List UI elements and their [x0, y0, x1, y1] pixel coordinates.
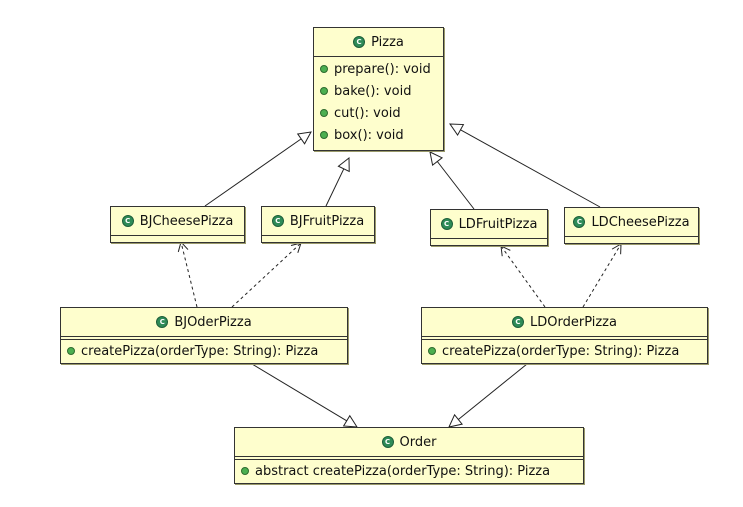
- method-signature: abstract createPizza(orderType: String):…: [255, 463, 551, 479]
- generalization-line: [204, 138, 302, 207]
- generalization-arrowhead: [448, 413, 464, 428]
- method-row: prepare(): void: [314, 58, 443, 80]
- dependency-line: [500, 245, 546, 308]
- fields-section: [235, 457, 583, 460]
- dependency-line: [582, 243, 622, 308]
- method-row: abstract createPizza(orderType: String):…: [235, 460, 583, 482]
- class-icon: C: [573, 216, 586, 228]
- class-icon: C: [440, 218, 453, 230]
- class-header: C BJOderPizza: [61, 308, 347, 337]
- class-icon: C: [121, 215, 134, 227]
- method-signature: createPizza(orderType: String): Pizza: [442, 343, 680, 359]
- methods-section: createPizza(orderType: String): Pizza: [61, 340, 347, 362]
- class-icon: C: [381, 436, 394, 448]
- class-pizza[interactable]: C Pizza prepare(): void bake(): void cut…: [313, 27, 444, 151]
- method-row: box(): void: [314, 124, 443, 146]
- fields-section: [565, 237, 698, 239]
- class-bj-oder-pizza[interactable]: C BJOderPizza createPizza(orderType: Str…: [60, 307, 348, 364]
- dependency-line: [180, 241, 198, 308]
- method-row: createPizza(orderType: String): Pizza: [422, 340, 707, 362]
- public-method-icon: [320, 87, 328, 95]
- fields-section: [431, 239, 547, 241]
- class-name: BJOderPizza: [174, 314, 252, 330]
- generalization-line: [325, 168, 345, 207]
- method-row: bake(): void: [314, 80, 443, 102]
- dependency-line: [231, 242, 302, 308]
- method-signature: bake(): void: [334, 83, 412, 99]
- generalization-arrowhead: [429, 151, 444, 167]
- methods-section: prepare(): void bake(): void cut(): void…: [314, 57, 443, 146]
- fields-section: [61, 337, 347, 340]
- class-header: C LDOrderPizza: [422, 308, 707, 337]
- public-method-icon: [320, 131, 328, 139]
- class-header: C BJFruitPizza: [262, 207, 374, 236]
- class-header: C LDFruitPizza: [431, 210, 547, 239]
- class-ld-order-pizza[interactable]: C LDOrderPizza createPizza(orderType: St…: [421, 307, 708, 364]
- class-order[interactable]: C Order abstract createPizza(orderType: …: [234, 427, 584, 484]
- fields-section: [422, 337, 707, 340]
- methods-section: abstract createPizza(orderType: String):…: [235, 460, 583, 482]
- method-row: createPizza(orderType: String): Pizza: [61, 340, 347, 362]
- fields-section: [262, 236, 374, 238]
- methods-section: createPizza(orderType: String): Pizza: [422, 340, 707, 362]
- class-name: BJCheesePizza: [139, 213, 234, 229]
- public-method-icon: [67, 347, 75, 355]
- class-name: BJFruitPizza: [289, 213, 365, 229]
- method-signature: prepare(): void: [334, 61, 431, 77]
- class-name: LDCheesePizza: [591, 214, 690, 230]
- class-ld-cheese-pizza[interactable]: C LDCheesePizza: [564, 207, 699, 244]
- method-signature: box(): void: [334, 127, 404, 143]
- class-name: Pizza: [371, 34, 404, 50]
- class-icon: C: [271, 215, 284, 227]
- class-header: C Pizza: [314, 28, 443, 57]
- class-icon: C: [512, 316, 524, 328]
- public-method-icon: [320, 109, 328, 117]
- class-bj-fruit-pizza[interactable]: C BJFruitPizza: [261, 206, 375, 243]
- dependency-arrowhead: [290, 242, 302, 253]
- dependency-arrowhead: [177, 241, 189, 253]
- class-name: LDFruitPizza: [458, 216, 538, 232]
- generalization-arrowhead: [342, 414, 358, 428]
- dependency-arrowhead: [611, 243, 622, 255]
- class-icon: C: [156, 316, 169, 328]
- class-name: Order: [399, 434, 437, 450]
- class-icon: C: [353, 36, 366, 48]
- class-ld-fruit-pizza[interactable]: C LDFruitPizza: [430, 209, 548, 246]
- method-row: cut(): void: [314, 102, 443, 124]
- generalization-arrowhead: [296, 131, 312, 145]
- fields-section: [111, 236, 244, 238]
- generalization-arrowhead: [337, 156, 350, 173]
- generalization-line: [436, 161, 475, 210]
- method-signature: cut(): void: [334, 105, 401, 121]
- method-signature: createPizza(orderType: String): Pizza: [81, 343, 319, 359]
- class-bj-cheese-pizza[interactable]: C BJCheesePizza: [110, 206, 245, 243]
- generalization-line: [460, 129, 601, 208]
- class-name: LDOrderPizza: [530, 314, 617, 330]
- generalization-line: [251, 363, 347, 422]
- public-method-icon: [241, 467, 249, 475]
- class-header: C LDCheesePizza: [565, 208, 698, 237]
- dependency-arrowhead: [500, 245, 511, 257]
- class-header: C BJCheesePizza: [111, 207, 244, 236]
- generalization-arrowhead: [449, 123, 465, 137]
- class-header: C Order: [235, 428, 583, 457]
- public-method-icon: [320, 65, 328, 73]
- generalization-line: [458, 363, 528, 420]
- public-method-icon: [428, 347, 436, 355]
